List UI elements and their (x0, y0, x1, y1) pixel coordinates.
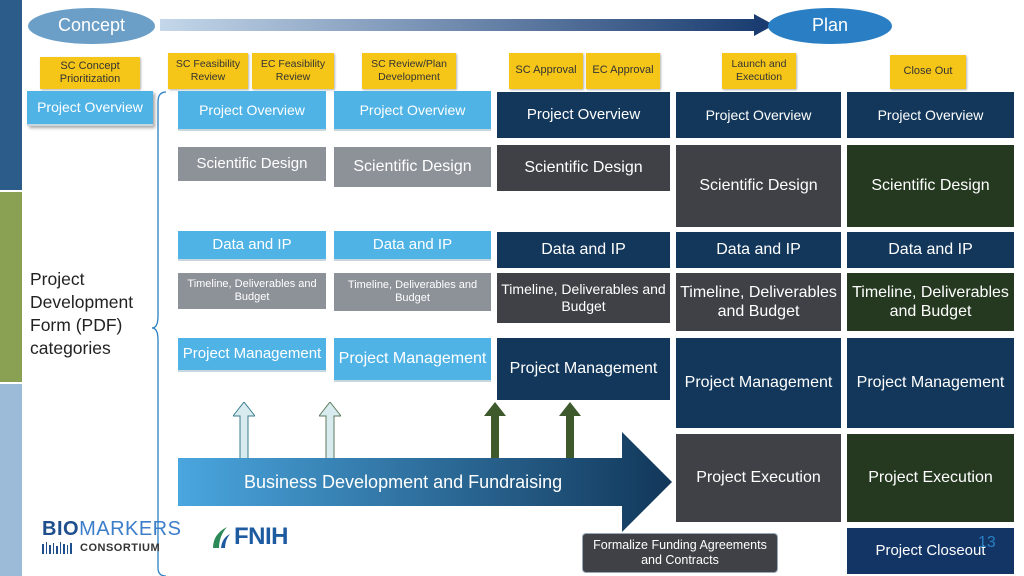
concept-label: Concept (28, 8, 155, 44)
col2-data-and-ip: Data and IP (334, 231, 491, 261)
col3-scientific-design: Scientific Design (497, 145, 670, 191)
left-strip-bottom (0, 384, 22, 576)
col4-scientific-design: Scientific Design (676, 145, 841, 227)
col2-project-overview: Project Overview (334, 91, 491, 131)
stage-sc-approval: SC Approval (509, 53, 583, 89)
plan-label: Plan (768, 8, 892, 44)
col4-project-management: Project Management (676, 338, 841, 428)
col3-project-management: Project Management (497, 338, 670, 400)
left-label: Project Development Form (PDF) categorie… (30, 269, 134, 358)
col5-timeline: Timeline, Deliverables and Budget (847, 273, 1014, 331)
up-arrow-2 (319, 402, 341, 460)
col0-project-overview: Project Overview (27, 91, 153, 126)
logo-bio: BIO (42, 518, 80, 540)
left-strip-top (0, 0, 22, 190)
col1-project-management: Project Management (178, 338, 326, 372)
timeline-bar (160, 19, 760, 31)
col3-data-and-ip: Data and IP (497, 232, 670, 268)
stage-launch-and-execution: Launch and Execution (722, 53, 796, 89)
logo-consortium: CONSORTIUM (80, 542, 161, 554)
col1-data-and-ip: Data and IP (178, 231, 326, 261)
stage-sc-review-plan-development: SC Review/Plan Development (362, 53, 456, 89)
col5-data-and-ip: Data and IP (847, 232, 1014, 268)
left-strip-middle (0, 192, 22, 382)
col2-scientific-design: Scientific Design (334, 147, 491, 187)
up-arrow-3 (484, 402, 506, 460)
col1-scientific-design: Scientific Design (178, 147, 326, 181)
col2-timeline: Timeline, Deliverables and Budget (334, 273, 491, 311)
col4-project-overview: Project Overview (676, 92, 841, 138)
category-brace (151, 91, 167, 576)
col3-project-overview: Project Overview (497, 92, 670, 138)
barcode-icon (42, 542, 72, 554)
col5-project-execution: Project Execution (847, 434, 1014, 522)
stage-ec-feasibility-review: EC Feasibility Review (252, 53, 334, 89)
stage-sc-feasibility-review: SC Feasibility Review (168, 53, 248, 89)
col4-timeline: Timeline, Deliverables and Budget (676, 273, 841, 331)
col4-project-execution: Project Execution (676, 434, 841, 522)
col3-timeline: Timeline, Deliverables and Budget (497, 273, 670, 323)
col5-project-overview: Project Overview (847, 92, 1014, 138)
col1-project-overview: Project Overview (178, 91, 326, 131)
fnih-mark-icon (213, 527, 230, 548)
formalize-funding-box: Formalize Funding Agreements and Contrac… (582, 533, 778, 573)
timeline-arrowhead (754, 14, 774, 36)
business-development-arrow (178, 432, 672, 532)
logo-markers: MARKERS (79, 518, 182, 540)
stage-sc-concept-prioritization: SC Concept Prioritization (40, 57, 140, 89)
stage-ec-approval: EC Approval (586, 53, 660, 89)
up-arrow-4 (559, 402, 581, 460)
col5-project-management: Project Management (847, 338, 1014, 428)
fnih-logo: FNIH (210, 522, 289, 552)
col4-data-and-ip: Data and IP (676, 232, 841, 268)
business-development-label: Business Development and Fundraising (244, 472, 563, 492)
col1-timeline: Timeline, Deliverables and Budget (178, 273, 326, 309)
biomarkers-consortium-logo: BIOMARKERS CONSORTIUM (42, 518, 192, 558)
stage-close-out: Close Out (890, 55, 966, 89)
logo-fnih: FNIH (234, 523, 289, 550)
up-arrow-1 (233, 402, 255, 460)
col2-project-management: Project Management (334, 338, 491, 382)
page-number: 13 (978, 534, 996, 551)
col5-scientific-design: Scientific Design (847, 145, 1014, 227)
col5-project-closeout: Project Closeout (847, 528, 1014, 574)
